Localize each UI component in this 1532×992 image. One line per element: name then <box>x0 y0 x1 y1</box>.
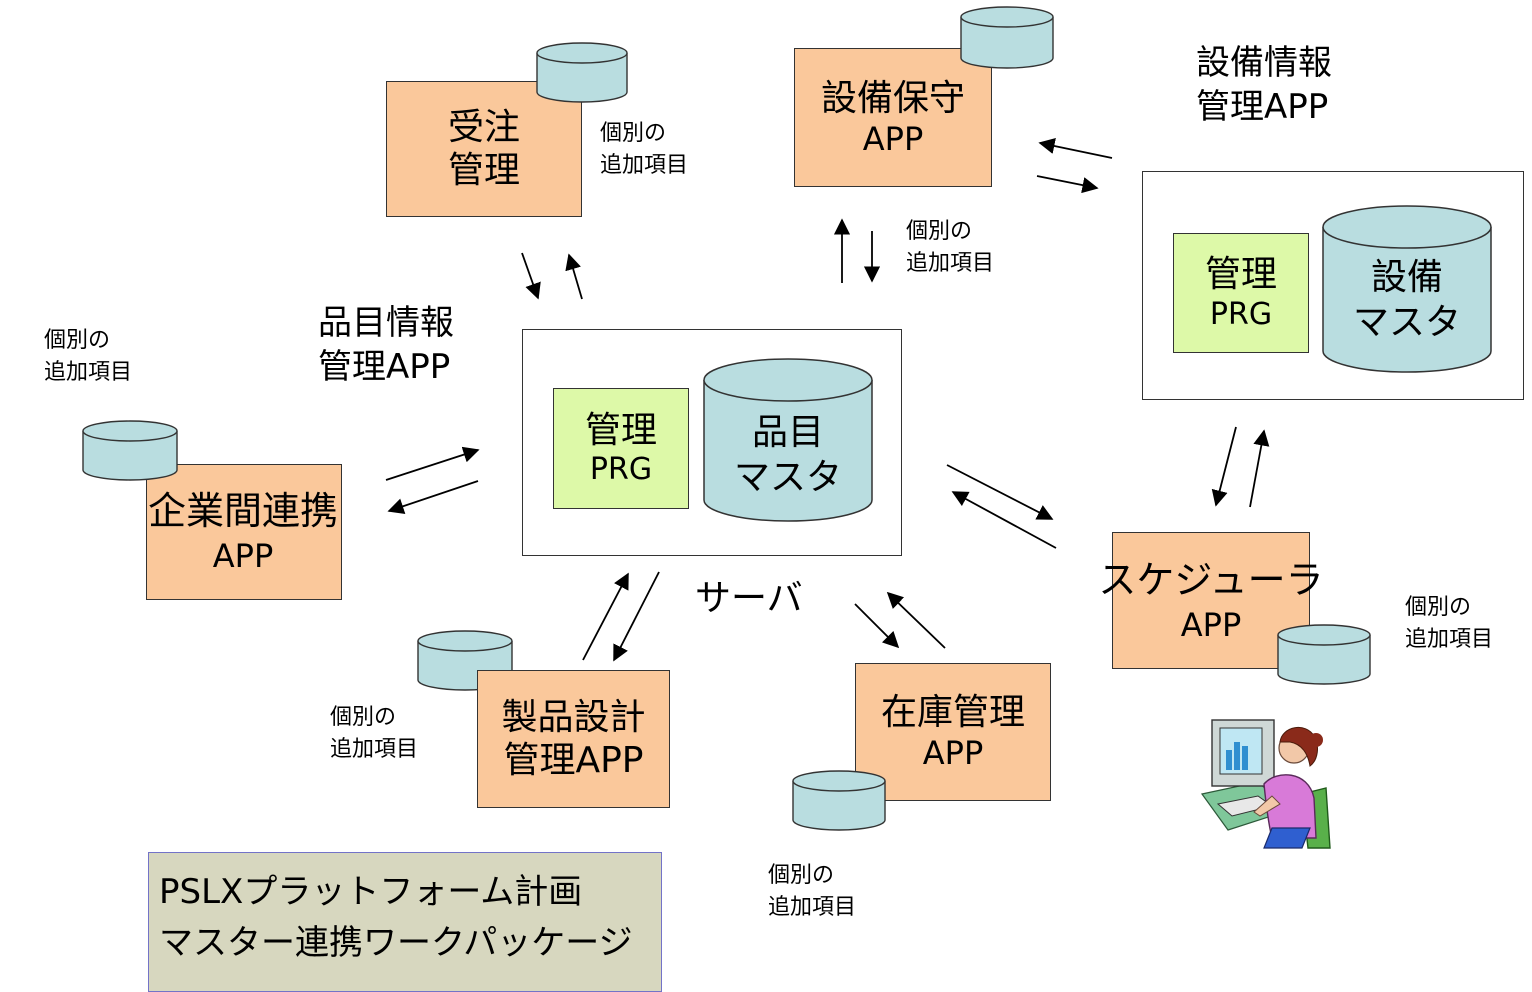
order-database-icon <box>536 42 628 103</box>
equipment-master-database-icon <box>1322 205 1492 373</box>
server-label: サーバ <box>695 578 803 619</box>
arrow-design-down <box>613 571 660 662</box>
arrow-scheduler-left <box>951 491 1057 549</box>
arrow-order-down <box>521 252 541 300</box>
equipment-info-app-caption: 設備情報 管理APP <box>1196 42 1332 129</box>
inventory-line1: 在庫管理 <box>880 692 1025 734</box>
item-info-caption-line2: 管理APP <box>318 346 451 387</box>
b2b-database-icon <box>82 420 178 481</box>
design-note-line1: 個別の <box>330 705 397 730</box>
b2b-line1: 企業間連携 <box>147 489 338 533</box>
design-note-line2: 追加項目 <box>330 736 419 762</box>
equipment-note-line2: 追加項目 <box>906 250 995 276</box>
equipment-info-caption-line1: 設備情報 <box>1196 43 1332 83</box>
b2b-note-line1: 個別の <box>44 328 111 353</box>
equipment-line1: 設備保守 <box>820 77 965 119</box>
user-at-computer-icon <box>1200 719 1331 849</box>
legend-line1: PSLXプラットフォーム計画 <box>159 872 583 912</box>
equipment-master-line2: マスタ <box>1352 302 1461 343</box>
equipment-note: 個別の 追加項目 <box>906 216 994 280</box>
order-note: 個別の 追加項目 <box>600 118 688 182</box>
equipment-management-prg: 管理 PRG <box>1173 233 1309 353</box>
design-note: 個別の 追加項目 <box>330 702 418 766</box>
order-note-line1: 個別の <box>600 121 667 146</box>
legend-line2: マスター連携ワークパッケージ <box>159 923 633 963</box>
equipment-info-caption-line2: 管理APP <box>1196 86 1329 127</box>
arrow-equipinfo-up <box>1249 429 1270 508</box>
b2b-collaboration-app-box <box>146 464 342 600</box>
inventory-note: 個別の 追加項目 <box>768 860 856 924</box>
arrow-equipinfo-down <box>1211 426 1237 507</box>
order-note-line2: 追加項目 <box>600 152 689 178</box>
order-line1: 受注 <box>447 106 520 148</box>
equipment-database-icon <box>960 6 1054 69</box>
arrow-order-up <box>565 253 583 300</box>
item-master-line1: 品目 <box>751 412 824 453</box>
design-line1: 製品設計 <box>501 696 646 738</box>
scheduler-note-line2: 追加項目 <box>1405 626 1494 652</box>
scheduler-line2: APP <box>1180 606 1242 645</box>
b2b-note: 個別の 追加項目 <box>44 325 132 389</box>
scheduler-database-icon <box>1277 624 1371 685</box>
equipment-maintenance-app: 設備保守 APP <box>794 48 992 187</box>
inventory-note-line2: 追加項目 <box>768 894 857 920</box>
item-master-database-icon <box>703 358 873 522</box>
item-master-line2: マスタ <box>733 457 842 498</box>
item-management-prg: 管理 PRG <box>553 388 689 509</box>
equipment-master-label: 設備 マスタ <box>1322 245 1492 355</box>
equipment-note-line1: 個別の <box>906 219 973 244</box>
item-prg-line2: PRG <box>589 452 653 488</box>
product-design-app: 製品設計 管理APP <box>477 670 670 808</box>
item-master-label: 品目 マスタ <box>703 400 873 510</box>
equipment-master-line1: 設備 <box>1370 257 1443 298</box>
arrow-b2b-right <box>385 446 480 481</box>
b2b-line2: APP <box>212 536 274 575</box>
equipment-prg-line2: PRG <box>1209 296 1273 332</box>
b2b-note-line2: 追加項目 <box>44 359 133 385</box>
inventory-note-line1: 個別の <box>768 863 835 888</box>
b2b-collaboration-app: 企業間連携 APP <box>123 488 363 576</box>
scheduler-app-box <box>1112 532 1310 669</box>
scheduler-line1: スケジューラ <box>1098 558 1324 602</box>
arrow-equipinfo-left <box>1038 138 1113 159</box>
arrow-b2b-left <box>387 480 479 515</box>
inventory-line2: APP <box>922 734 984 773</box>
inventory-management-app: 在庫管理 APP <box>855 663 1051 801</box>
arrow-equipinfo-right <box>1036 175 1099 194</box>
arrow-design-up <box>582 572 629 661</box>
item-info-caption-line1: 品目情報 <box>318 303 454 343</box>
arrow-scheduler-right <box>946 464 1054 520</box>
equipment-prg-line1: 管理 <box>1204 254 1277 296</box>
item-info-app-caption: 品目情報 管理APP <box>318 302 454 389</box>
order-management-app: 受注 管理 <box>386 81 582 217</box>
scheduler-app: スケジューラ APP <box>1085 556 1337 647</box>
scheduler-note: 個別の 追加項目 <box>1405 592 1493 656</box>
inventory-database-icon <box>792 770 886 831</box>
arrow-inventory-down <box>854 603 900 649</box>
equipment-line2: APP <box>862 119 924 158</box>
legend-box: PSLXプラットフォーム計画 マスター連携ワークパッケージ <box>148 852 662 992</box>
scheduler-note-line1: 個別の <box>1405 595 1472 620</box>
design-line2: 管理APP <box>503 740 644 781</box>
item-prg-line1: 管理 <box>584 409 657 451</box>
arrow-inventory-up <box>886 591 946 649</box>
order-line2: 管理 <box>447 150 520 191</box>
